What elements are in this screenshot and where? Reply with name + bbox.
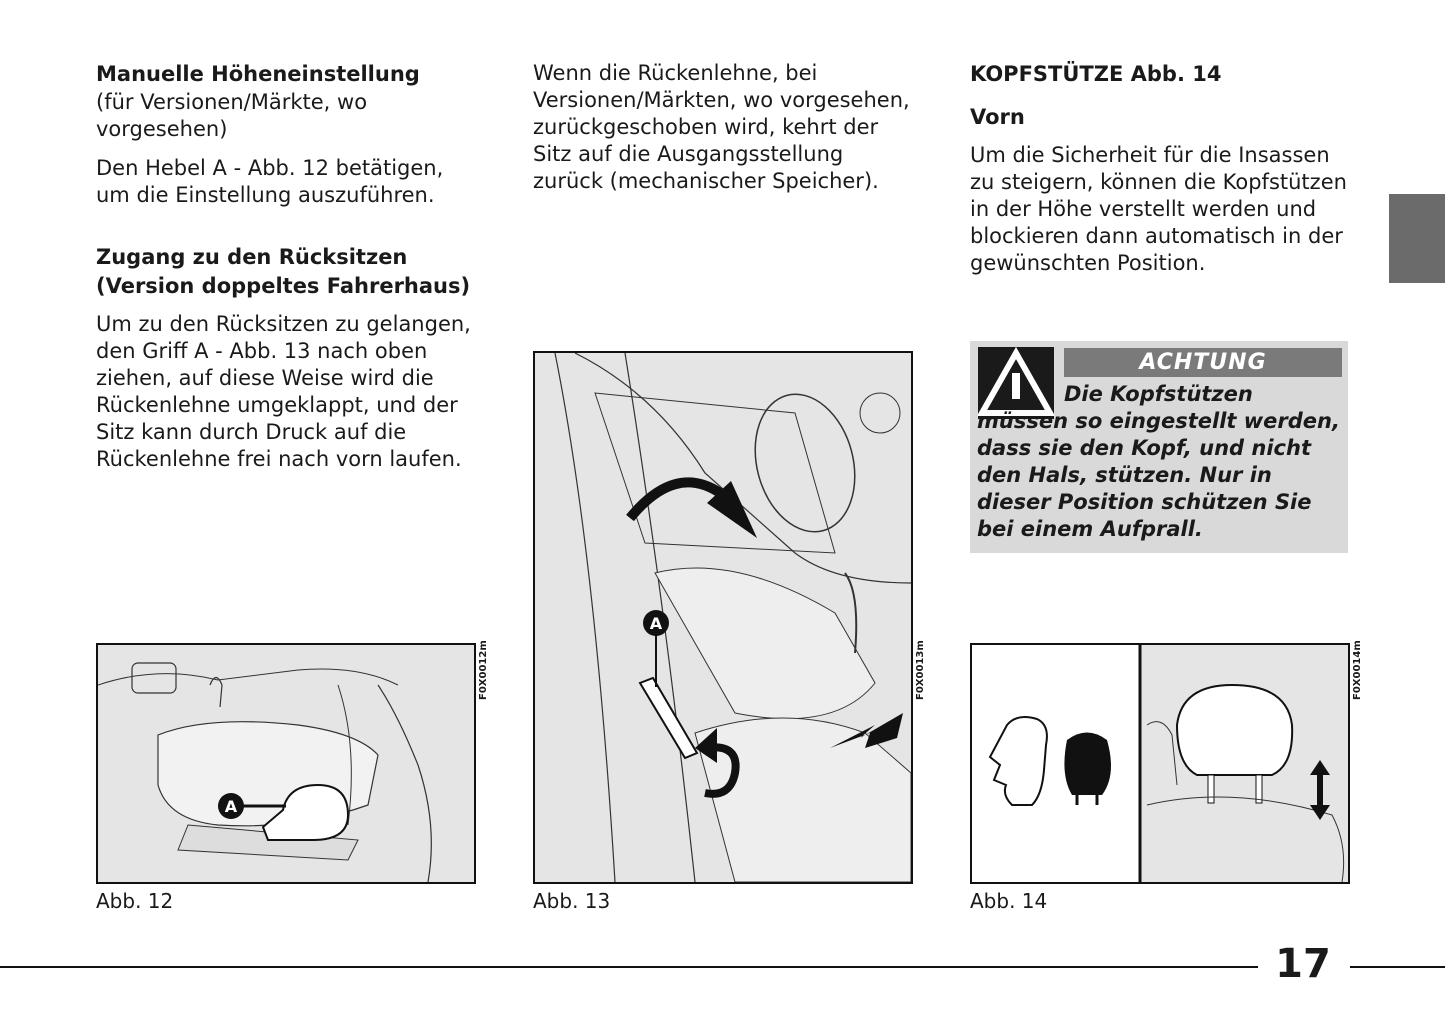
warning-icon [976,346,1056,419]
heading-front: Vorn [970,105,1025,129]
heading-rear-access-version: (Version doppeltes Fahrerhaus) [96,274,471,298]
fig12-code: F0X0012m [478,640,489,700]
paragraph-rear-access: Um zu den Rücksitzen zu gelangen, den Gr… [96,312,471,471]
page-number: 17 [1275,941,1331,987]
heading-headrest: KOPFSTÜTZE Abb. 14 [970,62,1222,86]
figure-12: A [96,643,476,884]
fig13-code: F0X0013m [915,640,926,700]
column-left: Manuelle Höheneinstellung (für Versionen… [96,60,476,485]
fig13-caption: Abb. 13 [533,889,611,913]
fig12-caption: Abb. 12 [96,889,174,913]
figure-14 [970,643,1350,884]
heading-rear-access: Zugang zu den Rücksitzen [96,245,408,269]
section-tab [1389,194,1445,283]
paragraph-backrest: Wenn die Rückenlehne, bei Versionen/Märk… [533,61,910,193]
column-middle: Wenn die Rückenlehne, bei Versionen/Märk… [533,60,913,207]
fig13-marker: A [650,614,663,633]
heading-height-adjust: Manuelle Höheneinstellung [96,62,420,86]
figure-13: A [533,351,913,884]
footer-rule-right [1350,966,1445,968]
fig12-marker: A [225,797,238,816]
subheading-versions: (für Versionen/Märkte, wo vorgesehen) [96,90,368,141]
paragraph-lever: Den Hebel A - Abb. 12 betätigen, um die … [96,156,444,207]
warning-text: Die Kopfstützen müssen so eingestellt we… [977,382,1340,541]
warning-title: ACHTUNG [1064,348,1342,377]
warning-box: ACHTUNG Die Kopfstützen müssen so einges… [970,341,1348,553]
fig14-code: F0X0014m [1352,640,1363,700]
fig14-caption: Abb. 14 [970,889,1048,913]
footer-rule-left [0,966,1258,968]
column-right: KOPFSTÜTZE Abb. 14 Vorn Um die Sicherhei… [970,60,1350,289]
paragraph-headrest: Um die Sicherheit für die Insassen zu st… [970,143,1347,275]
